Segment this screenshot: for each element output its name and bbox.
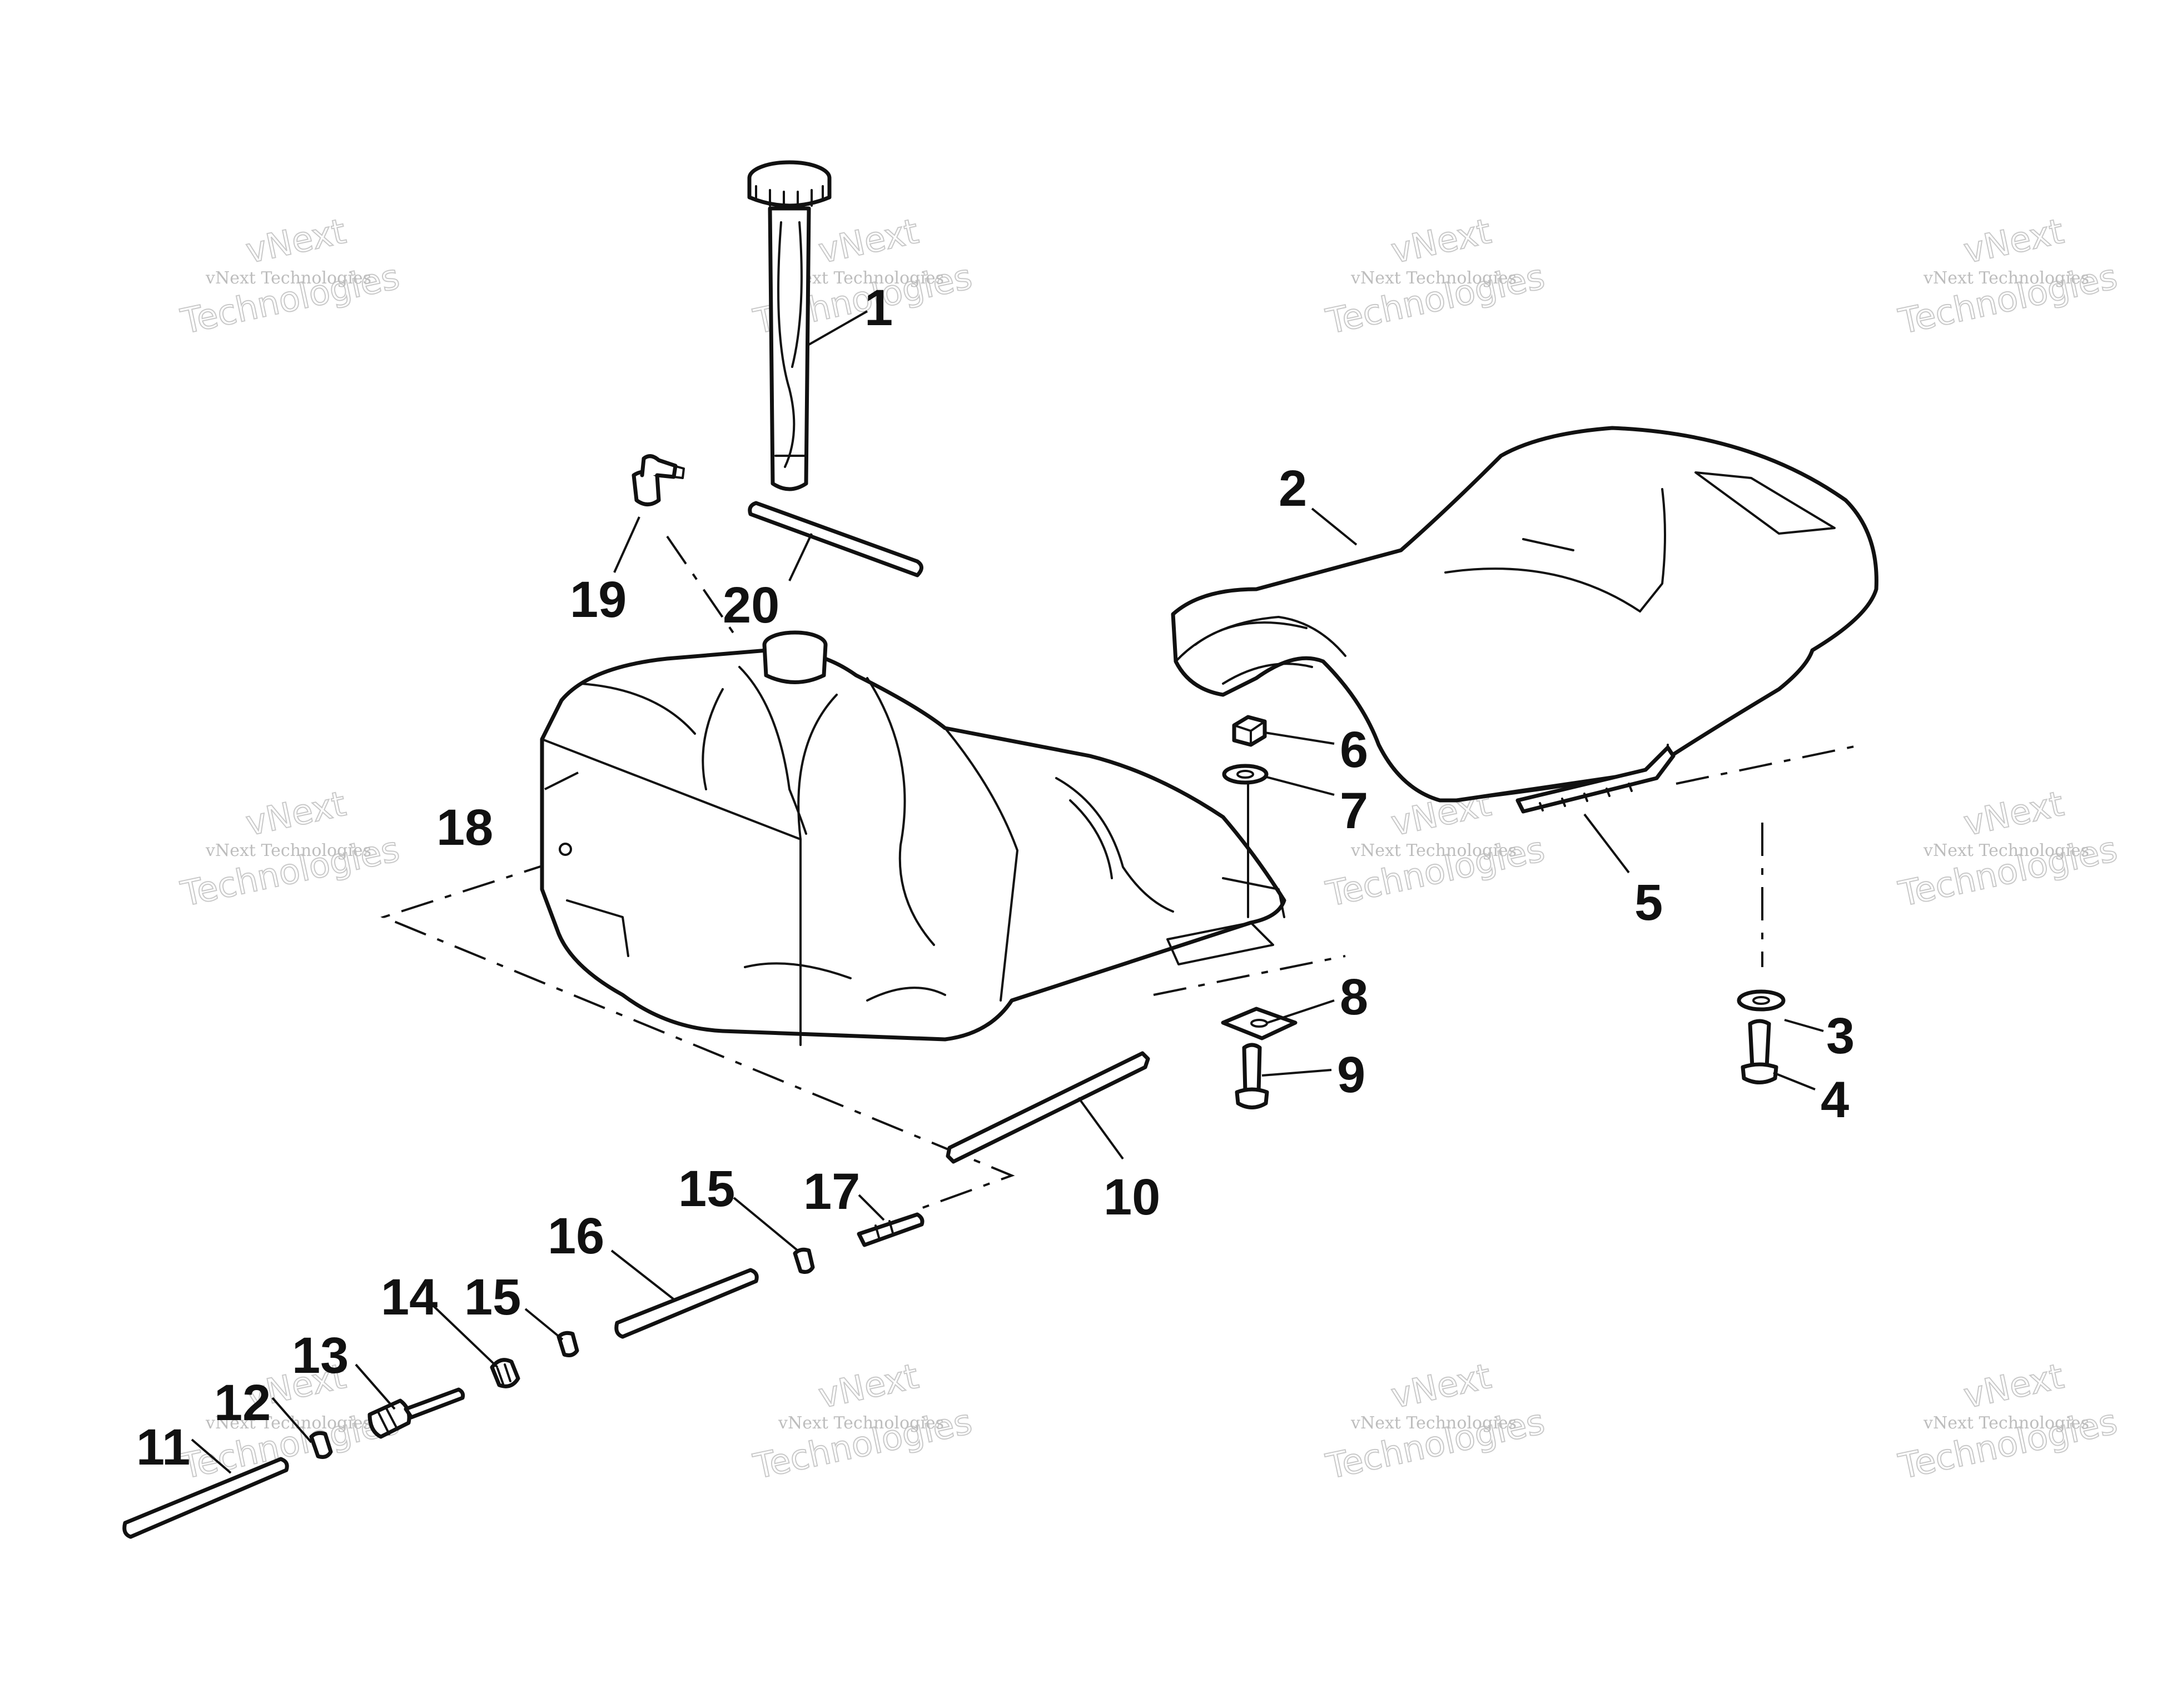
watermark: vNext Technologies vNext Technologies	[1895, 783, 2121, 915]
bolt-9	[1235, 1043, 1269, 1109]
callout-11: 11	[136, 1419, 190, 1476]
watermark-vnext: vNext	[1960, 783, 2067, 844]
fuel-tank	[540, 630, 1286, 1046]
watermark: vNext Technologies vNext Technologies	[1322, 1355, 1549, 1487]
watermark-vnext: vNext	[1960, 1356, 2067, 1416]
callout-4: 4	[1821, 1072, 1849, 1128]
fuel-line-11	[122, 1457, 289, 1539]
watermark-vnext: vNext	[1388, 1356, 1494, 1416]
watermark-vnext: vNext	[242, 211, 349, 271]
tube-20	[748, 501, 923, 577]
hose-16	[614, 1268, 759, 1339]
seat-mount-line	[1676, 744, 1863, 785]
watermark: vNext Technologies vNext Technologies	[177, 783, 404, 915]
callout-12: 12	[214, 1375, 271, 1431]
fuel-sender	[747, 160, 832, 491]
watermark: vNext Technologies vNext Technologies	[1895, 1355, 2121, 1487]
watermark: vNext Technologies vNext Technologies	[1895, 210, 2121, 342]
watermark-vnext: vNext	[1960, 211, 2067, 271]
washer-3	[1737, 989, 1786, 1012]
vent-tube-axis	[666, 535, 735, 635]
callout-6: 6	[1340, 721, 1368, 778]
callout-18: 18	[436, 799, 493, 856]
tank-mount-line	[1153, 955, 1346, 996]
watermark-caption: vNext Technologies	[1923, 1413, 2089, 1433]
watermark-caption: vNext Technologies	[1350, 1413, 1517, 1433]
watermark: vNext Technologies vNext Technologies	[177, 210, 404, 342]
strip-10	[946, 1051, 1150, 1164]
clamp-15-upper	[793, 1247, 815, 1274]
callout-9: 9	[1337, 1047, 1365, 1103]
bolt-4	[1741, 1019, 1778, 1084]
elbow-fitting	[632, 454, 685, 506]
filter-13	[367, 1387, 465, 1439]
watermark-vnext: vNext	[1388, 211, 1494, 271]
callout-8: 8	[1340, 969, 1368, 1025]
grommet-14	[490, 1358, 520, 1388]
callout-17: 17	[803, 1163, 860, 1220]
watermark-caption: vNext Technologies	[1350, 841, 1517, 860]
watermark-caption: vNext Technologies	[1923, 268, 2089, 288]
callout-5: 5	[1634, 874, 1663, 931]
callout-15-lower: 15	[464, 1269, 521, 1326]
pad-8	[1221, 1007, 1298, 1040]
callout-20: 20	[723, 577, 779, 634]
callout-2: 2	[1279, 460, 1307, 517]
washer-7	[1222, 764, 1269, 918]
tank-base-outline	[380, 860, 1015, 1213]
callout-16: 16	[548, 1208, 604, 1264]
callout-1: 1	[864, 280, 893, 336]
assembly-lines	[380, 535, 1863, 1213]
watermark: vNext Technologies vNext Technologies	[749, 1355, 976, 1487]
clamp-12	[309, 1431, 333, 1459]
callout-15-upper: 15	[678, 1161, 735, 1217]
leader-lines	[191, 310, 1824, 1474]
callout-7: 7	[1340, 783, 1368, 839]
watermark-vnext: vNext	[815, 211, 922, 271]
callout-13: 13	[292, 1327, 349, 1384]
callout-3: 3	[1826, 1008, 1855, 1064]
watermark-caption: vNext Technologies	[205, 841, 371, 860]
watermark-vnext: vNext	[242, 783, 349, 844]
watermark-vnext: vNext	[815, 1356, 922, 1416]
callout-14: 14	[381, 1269, 438, 1326]
seat-bottom-strip	[1515, 745, 1676, 814]
fitting-17	[857, 1212, 925, 1247]
callout-19: 19	[570, 571, 627, 628]
callout-10: 10	[1104, 1169, 1160, 1226]
watermark: vNext Technologies vNext Technologies	[1322, 210, 1549, 342]
watermark-caption: vNext Technologies	[205, 268, 371, 288]
nut-6	[1232, 715, 1267, 747]
callouts: 1 2 3 4 5 6 7 8 9 10 11 12 13 14 15 16 1…	[136, 280, 1855, 1476]
watermark-caption: vNext Technologies	[1923, 841, 2089, 860]
clamp-15-lower	[556, 1331, 579, 1357]
watermark-caption: vNext Technologies	[778, 1413, 944, 1433]
watermark-caption: vNext Technologies	[1350, 268, 1517, 288]
